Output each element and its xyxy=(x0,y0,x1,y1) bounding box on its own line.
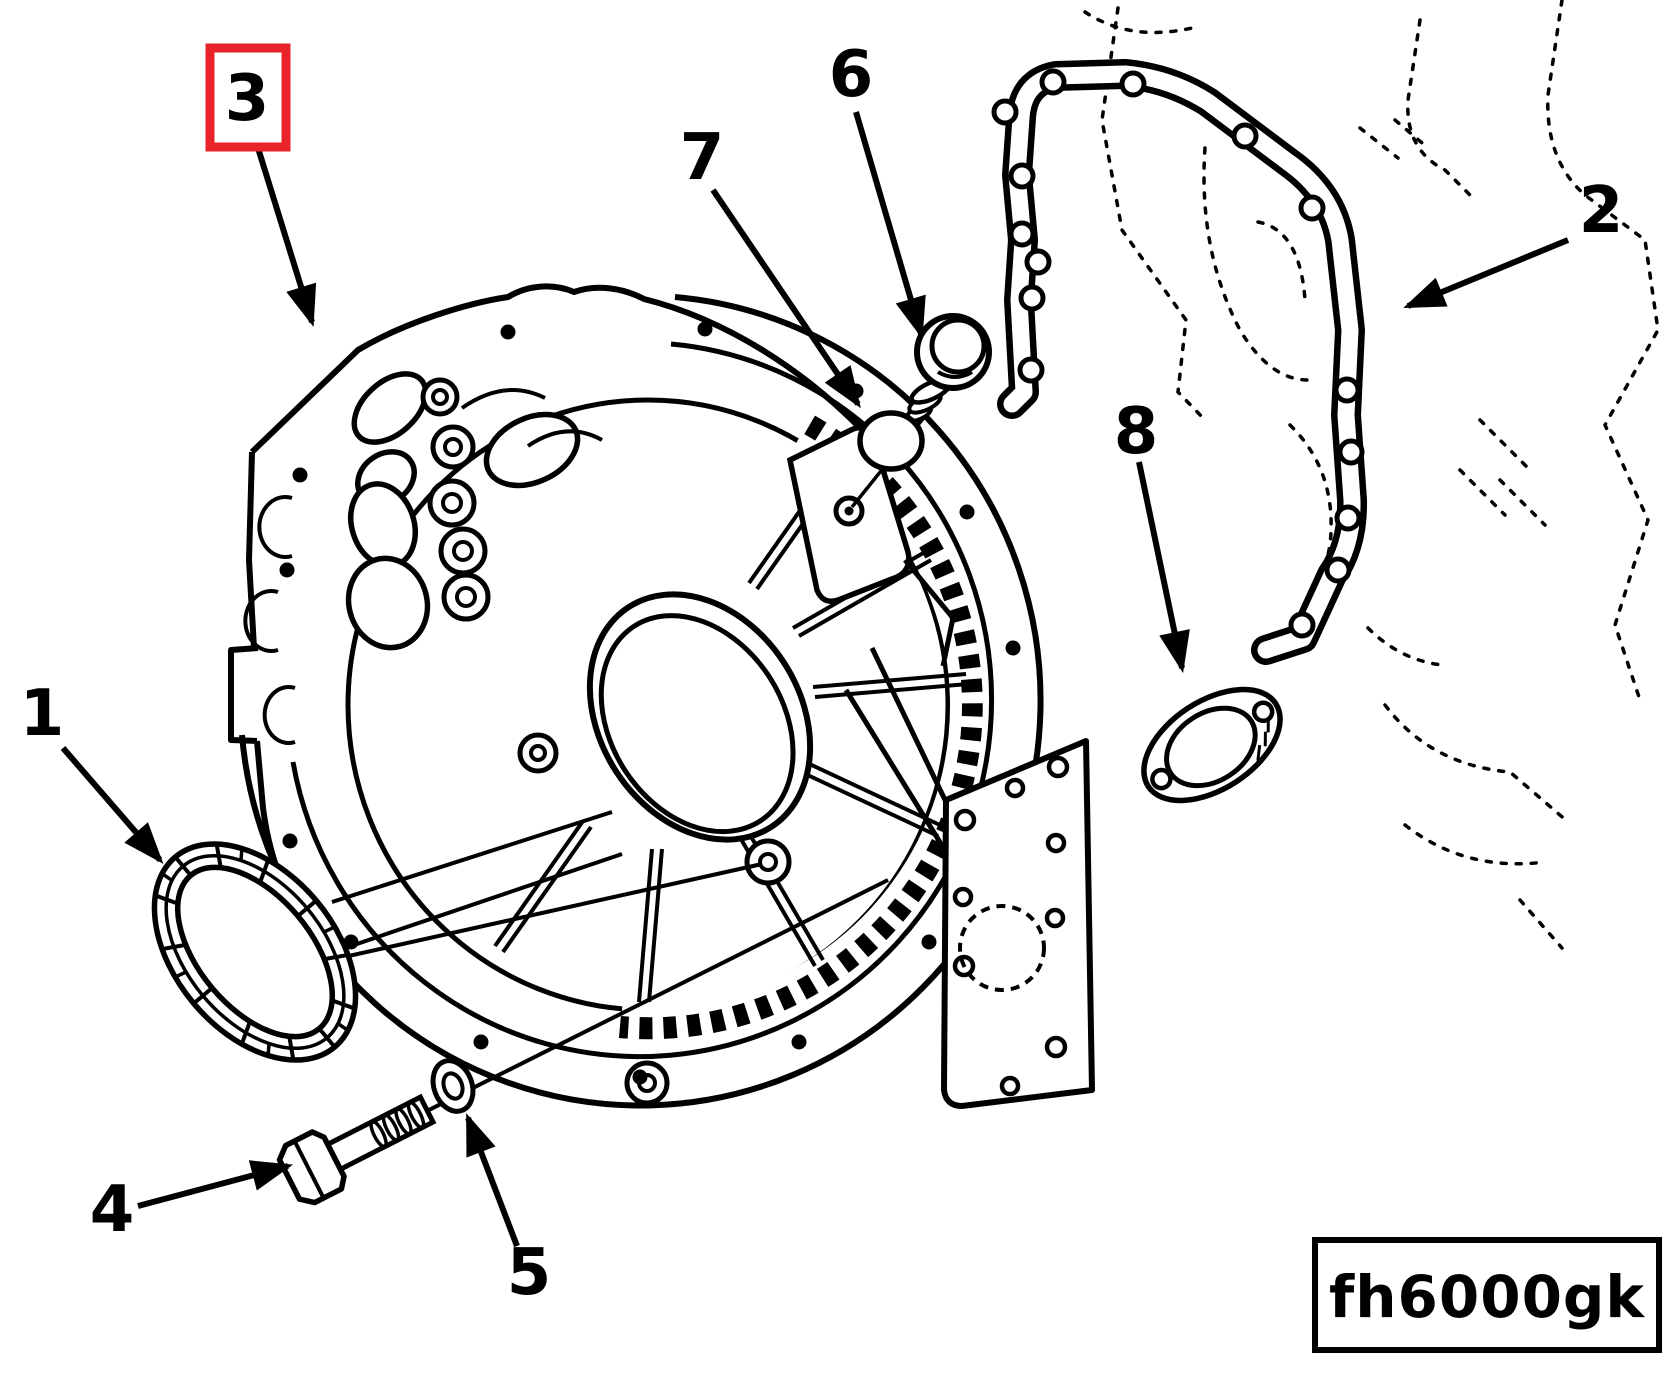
callout-3: 3 xyxy=(225,62,270,136)
callout-8: 8 xyxy=(1114,395,1159,469)
arrow-5 xyxy=(465,1113,520,1248)
crankshaft-seal-ring xyxy=(151,841,359,1063)
housing-center-bore xyxy=(586,591,814,843)
gasket-bolt-holes xyxy=(991,68,1365,639)
washer xyxy=(430,1058,476,1114)
rear-cover-gasket xyxy=(991,59,1368,665)
callout-5: 5 xyxy=(507,1236,552,1310)
arrow-4 xyxy=(137,1160,294,1209)
callout-arrows xyxy=(60,111,1570,1248)
callout-2: 2 xyxy=(1579,174,1624,248)
arrow-2 xyxy=(1403,237,1570,309)
arrow-8 xyxy=(1136,461,1190,674)
diagram-code-text: fh6000gk xyxy=(1329,1263,1645,1331)
arrow-7 xyxy=(710,188,861,409)
small-oval-gasket xyxy=(1141,686,1283,804)
housing-side-mounting-pad xyxy=(843,646,1095,1109)
plug-o-ring xyxy=(857,410,925,472)
callout-6: 6 xyxy=(829,38,874,112)
housing-bolt-bosses xyxy=(420,377,853,1106)
bolt-axis-line xyxy=(344,878,889,1154)
engine-block-ghost-outline xyxy=(1083,0,1660,950)
highlight-box-part-3 xyxy=(205,43,291,152)
arrow-6 xyxy=(853,111,926,339)
arrow-3 xyxy=(255,147,317,327)
arrow-1 xyxy=(60,746,164,864)
plug-and-oring xyxy=(850,313,992,509)
callout-4: 4 xyxy=(90,1173,135,1247)
callout-7: 7 xyxy=(680,121,725,195)
pad-dashed-opening xyxy=(958,904,1046,992)
callout-1: 1 xyxy=(20,677,65,751)
diagram-code-label: fh6000gk xyxy=(1312,1237,1662,1353)
hex-bolt xyxy=(276,1093,437,1206)
housing-cast-details xyxy=(243,388,603,745)
